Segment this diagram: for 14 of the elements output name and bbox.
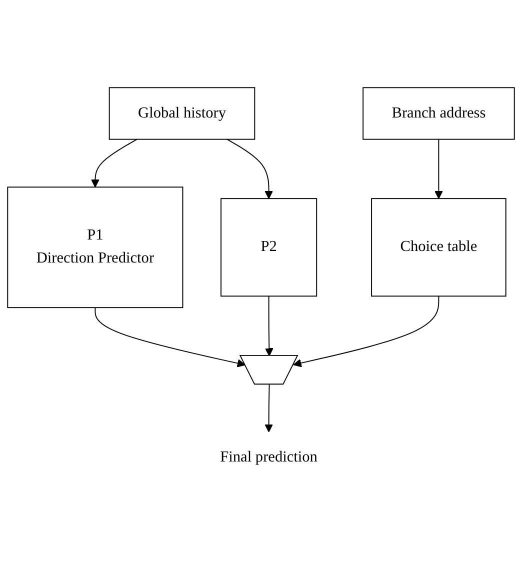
arrow (94, 307, 246, 368)
node-trapezoid (239, 354, 298, 384)
arrow (264, 296, 274, 356)
node-box: Global history (108, 87, 256, 140)
arrow (264, 384, 274, 432)
node-box: P2 (220, 198, 318, 296)
arrow (293, 296, 440, 368)
node-box: Branch address (362, 87, 515, 140)
node-text: Final prediction (220, 449, 318, 466)
arrow (226, 138, 274, 199)
node-box: Choice table (371, 198, 506, 296)
node-box: P1 Direction Predictor (7, 186, 184, 308)
arrow (434, 138, 443, 199)
arrow (91, 138, 138, 188)
